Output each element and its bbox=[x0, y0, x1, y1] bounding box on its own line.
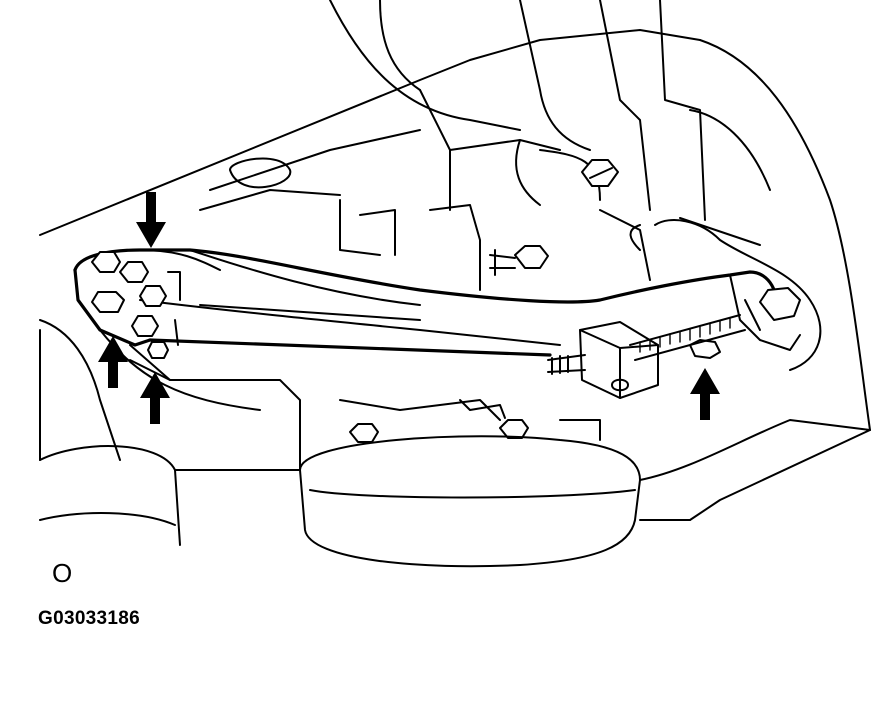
arrow-up-right bbox=[690, 368, 720, 420]
arrow-up-left-1 bbox=[98, 336, 128, 388]
corner-label: O bbox=[52, 558, 73, 588]
background-bolts bbox=[349, 159, 619, 443]
arrow-up-left-2 bbox=[140, 372, 170, 424]
tie-bar-bracket bbox=[73, 248, 801, 411]
lower-pulley bbox=[39, 319, 871, 568]
figure-id: G03033186 bbox=[38, 608, 141, 629]
adjuster-block bbox=[547, 287, 801, 399]
arrows bbox=[98, 192, 720, 424]
engine-block-outline bbox=[39, 0, 871, 431]
left-bolts bbox=[91, 251, 181, 359]
arrow-down-top-left bbox=[136, 192, 166, 248]
